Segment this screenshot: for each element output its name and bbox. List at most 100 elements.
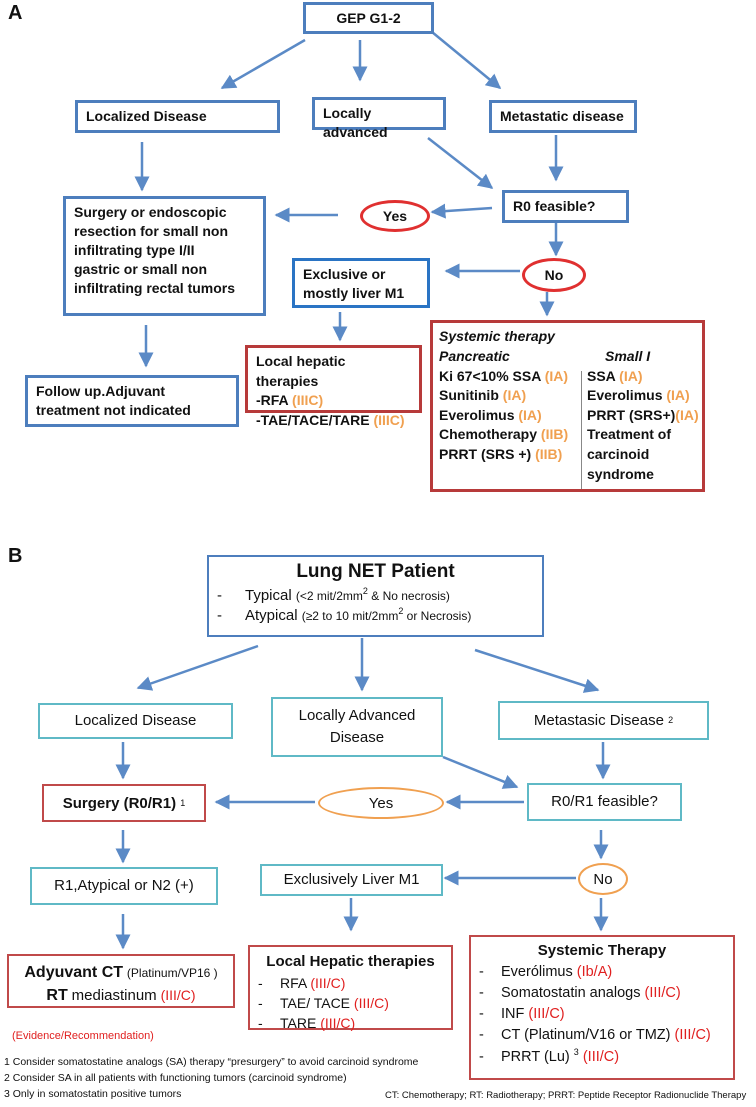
a-local-hepatic-box: Local hepatic therapies -RFA (IIIC) -TAE… xyxy=(245,345,422,428)
b-adjuvant-rest: mediastinum xyxy=(71,987,157,1005)
arrow-a-r0-yes xyxy=(430,203,493,219)
b-root-main: Atypical xyxy=(245,607,298,624)
b-root-detail: or Necrosis) xyxy=(403,609,472,623)
b-root-box: Lung NET Patient -Typical (<2 mit/2mm2 &… xyxy=(207,555,544,637)
b-root-detail: (≥2 to 10 mit/2mm xyxy=(301,609,399,623)
b-systemic-item: -PRRT (Lu) 3 (III/C) xyxy=(479,1046,620,1065)
b-systemic-item-ev: (III/C) xyxy=(528,1005,565,1022)
b-surgery-text: Surgery (R0/R1) xyxy=(62,794,177,812)
b-liver-box: Exclusively Liver M1 xyxy=(260,864,443,896)
b-r1-text: R1,Atypical or N2 (+) xyxy=(54,877,194,895)
b-systemic-box: Systemic Therapy -Everólimus (Ib/A) -Som… xyxy=(469,935,735,1080)
b-advanced-line: Disease xyxy=(329,729,385,746)
b-surgery-box: Surgery (R0/R1) 1 xyxy=(42,784,206,822)
a-pancreatic-item-ev: (IIB) xyxy=(535,445,563,462)
b-r0r1-text: R0/R1 feasible? xyxy=(551,793,658,811)
a-small-item: SSA (IA) xyxy=(587,367,705,387)
b-systemic-item-ev: (III/C) xyxy=(582,1048,620,1065)
a-small-item-text: Everolimus xyxy=(587,387,663,404)
a-r0-box: R0 feasible? xyxy=(502,190,629,223)
a-pancreatic-title: Pancreatic xyxy=(439,348,510,364)
a-followup-line: Follow up.Adjuvant xyxy=(36,383,166,399)
b-root-detail: & No necrosis) xyxy=(367,589,450,603)
b-localized-text: Localized Disease xyxy=(74,712,197,730)
b-root-line: -Typical (<2 mit/2mm2 & No necrosis) xyxy=(217,586,534,604)
arrow-b-root-localized xyxy=(136,644,259,691)
a-surgery-box: Surgery or endoscopic resection for smal… xyxy=(63,196,266,316)
b-adjuvant-line2: RT mediastinum (III/C) xyxy=(9,984,233,1007)
a-pancreatic-column: Pancreatic Ki 67<10% SSA (IA) Sunitinib … xyxy=(439,347,589,465)
b-no-text: No xyxy=(593,870,613,888)
arrow-a-root-localized xyxy=(220,38,306,90)
a-pancreatic-item-text: Sunitinib xyxy=(439,387,499,404)
arrow-a-advanced-r0 xyxy=(427,137,494,189)
a-local-item-text: -TAE/TACE/TARE xyxy=(256,411,370,428)
a-local-title: Local hepatic therapies xyxy=(256,353,346,389)
b-root-title: Lung NET Patient xyxy=(296,561,455,582)
a-pancreatic-item: PRRT (SRS +) (IIB) xyxy=(439,445,589,465)
a-surgery-line: infiltrating rectal tumors xyxy=(74,279,236,296)
b-localized-box: Localized Disease xyxy=(38,703,233,739)
a-no-text: No xyxy=(544,267,564,283)
b-footnotes: 1 Consider somatostatine analogs (SA) th… xyxy=(4,1055,418,1102)
b-local-title: Local Hepatic therapies xyxy=(266,953,435,970)
b-adjuvant-small: (Platinum/VP16 ) xyxy=(126,966,218,980)
gep-root-text: GEP G1-2 xyxy=(336,10,401,26)
a-pancreatic-item-ev: (IA) xyxy=(544,367,569,384)
a-pancreatic-item-ev: (IIB) xyxy=(540,426,569,443)
a-small-item-text: Treatment of xyxy=(587,426,672,443)
panel-a-label: A xyxy=(8,2,23,24)
a-pancreatic-item-ev: (IA) xyxy=(518,406,542,423)
b-adjuvant-box: Adyuvant CT (Platinum/VP16 ) RT mediasti… xyxy=(7,954,235,1008)
b-systemic-item-sup: 3 xyxy=(573,1046,579,1057)
b-local-item-text: TAE/ TACE xyxy=(280,995,351,1012)
b-systemic-item-text: Everólimus xyxy=(501,963,573,980)
b-metastatic-text: Metastasic Disease xyxy=(533,711,664,729)
b-systemic-item: -CT (Platinum/V16 or TMZ) (III/C) xyxy=(479,1026,711,1043)
b-systemic-item-ev: (III/C) xyxy=(674,1026,711,1043)
a-local-item-text: -RFA xyxy=(256,392,289,409)
arrow-b-advanced-r0r1 xyxy=(442,755,519,789)
a-localized-text: Localized Disease xyxy=(86,108,207,124)
b-systemic-title: Systemic Therapy xyxy=(537,942,667,959)
a-small-item: Everolimus (IA) xyxy=(587,386,705,406)
b-adjuvant-line1: Adyuvant CT (Platinum/VP16 ) xyxy=(9,961,233,984)
b-root-main: Typical xyxy=(245,587,292,604)
a-pancreatic-item: Sunitinib (IA) xyxy=(439,386,589,406)
a-pancreatic-item-text: Everolimus xyxy=(439,406,515,423)
b-adjuvant-bold: Adyuvant CT xyxy=(24,964,124,981)
b-systemic-item-text: INF xyxy=(501,1005,525,1022)
a-liver-line: Exclusive or xyxy=(303,266,386,282)
a-surgery-line: gastric or small non xyxy=(74,260,208,277)
a-metastatic-text: Metastatic disease xyxy=(500,108,624,124)
a-pancreatic-item-text: PRRT (SRS +) xyxy=(439,445,532,462)
a-metastatic-box: Metastatic disease xyxy=(489,100,637,133)
b-root-detail: (<2 mit/2mm xyxy=(295,589,363,603)
b-local-item-ev: (III/C) xyxy=(320,1015,356,1032)
a-local-item: -TAE/TACE/TARE (IIIC) xyxy=(256,411,411,431)
a-followup-box: Follow up.Adjuvant treatment not indicat… xyxy=(25,375,239,427)
b-footnote: 1 Consider somatostatine analogs (SA) th… xyxy=(4,1056,419,1068)
b-local-item-text: RFA xyxy=(280,974,307,991)
b-adjuvant-rt: RT xyxy=(46,987,68,1005)
b-advanced-line: Locally Advanced xyxy=(298,707,416,725)
b-evidence-note: (Evidence/Recommendation) xyxy=(12,1030,154,1042)
b-local-hepatic-box: Local Hepatic therapies -RFA (III/C) -TA… xyxy=(248,945,453,1032)
b-local-item: -RFA (III/C) xyxy=(258,974,346,991)
b-systemic-item-text: PRRT (Lu) xyxy=(501,1048,570,1065)
b-systemic-item: -Somatostatin analogs (III/C) xyxy=(479,984,681,1001)
a-column-divider xyxy=(581,371,582,489)
a-local-item-ev: (IIIC) xyxy=(292,392,324,409)
a-systemic-title: Systemic therapy xyxy=(439,328,555,344)
b-root-line: -Atypical (≥2 to 10 mit/2mm2 or Necrosis… xyxy=(217,606,534,624)
b-footnote: 2 Consider SA in all patients with funct… xyxy=(4,1071,347,1084)
b-metastatic-box: Metastasic Disease 2 xyxy=(498,701,709,740)
a-pancreatic-item: Everolimus (IA) xyxy=(439,406,589,426)
b-abbreviations: CT: Chemotherapy; RT: Radiotherapy; PRRT… xyxy=(385,1090,747,1101)
a-small-item-ev: (IA) xyxy=(666,387,690,404)
a-small-item-text: SSA xyxy=(587,367,616,384)
a-surgery-line: infiltrating type I/II xyxy=(74,241,195,258)
a-small-item-ev: (IA) xyxy=(619,367,643,384)
a-advanced-text: Locally advanced xyxy=(323,105,388,140)
